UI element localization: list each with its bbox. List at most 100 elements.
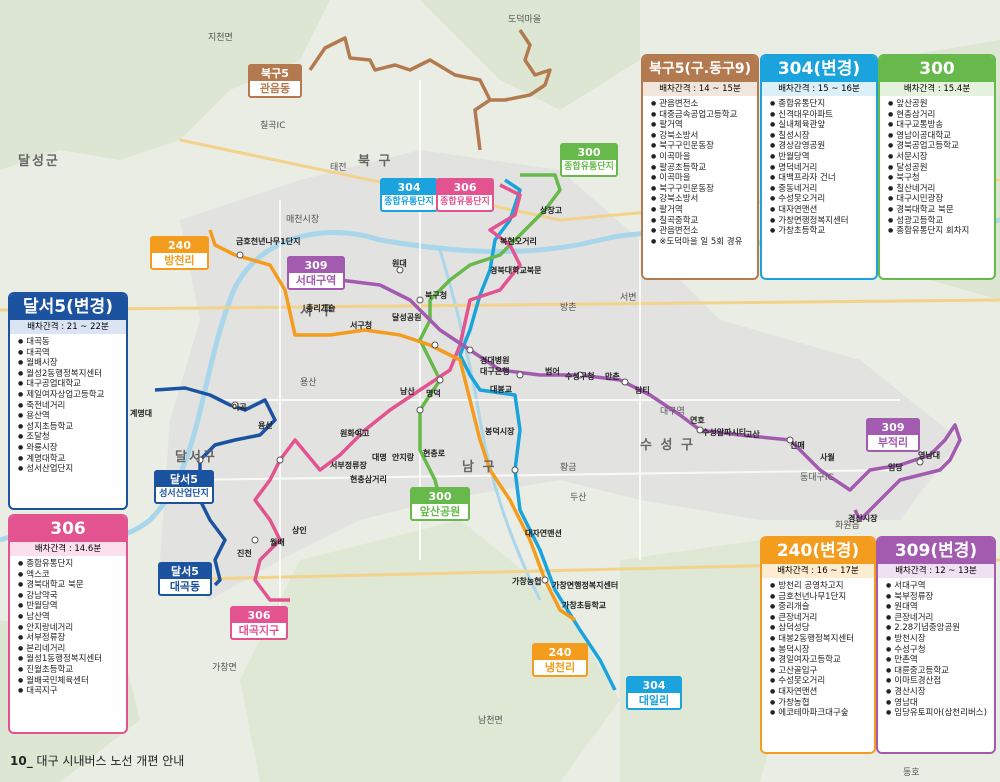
route-number: 달서5 <box>156 472 212 487</box>
stop-item: 팔공초등학교 <box>651 163 757 174</box>
panel-240: 240(변경) 배차간격 : 16 ~ 17분 방천리 공영차고지 금호천년나무… <box>760 536 876 754</box>
place-label: 서변 <box>620 293 637 303</box>
stop-label: 경산시장 <box>848 514 878 523</box>
panel-bukgu5: 북구5(구.동구9) 배차간격 : 14 ~ 15분 관음변전소 대중금속공업고… <box>641 54 759 280</box>
route-destination: 대곡동 <box>169 580 201 593</box>
route-terminal-306-south[interactable]: 306 대곡지구 <box>230 606 288 640</box>
stop-item: 큰장네거리 <box>886 613 994 624</box>
route-terminal-dalseo5-south[interactable]: 달서5 대곡동 <box>158 562 212 596</box>
route-terminal-306-north[interactable]: 306 종합유통단지 <box>436 178 494 212</box>
stop-item: 현충삼거리 <box>888 110 994 121</box>
stop-item: 대구시민광장 <box>888 194 994 205</box>
stop-item: 서부정류장 <box>18 633 126 644</box>
stop-item: 북구구민운동장 <box>651 141 757 152</box>
route-number: 240 <box>152 238 207 253</box>
panel-interval: 배차간격 : 14 ~ 15분 <box>643 82 757 96</box>
stop-item: 앞산공원 <box>888 99 994 110</box>
panel-306: 306 배차간격 : 14.6분 종합유통단지 엑스코 경북대학교 북문 강남약… <box>8 514 128 734</box>
stop-item: 강남약국 <box>18 591 126 602</box>
place-label: 도덕마을 <box>508 15 542 25</box>
stop-item: 북부정류장 <box>886 592 994 603</box>
route-number: 북구5 <box>250 66 300 81</box>
stop-item: 경북대학교 북문 <box>888 205 994 216</box>
stop-label: 가창초등학교 <box>562 601 607 610</box>
place-label: 대구역 <box>660 407 685 417</box>
stop-label: 원화여고 <box>340 429 370 438</box>
panel-stop-list: 종합유통단지 신격대우아파트 실내체육관앞 칠성시장 경상감영공원 반월당역 명… <box>762 99 876 237</box>
stop-item: 대구교통방송 <box>888 120 994 131</box>
route-terminal-bukgu5[interactable]: 북구5 관음동 <box>248 64 302 98</box>
route-destination: 서대구역 <box>295 274 337 287</box>
stop-item: 진월초등학교 <box>18 665 126 676</box>
route-destination: 종합유통단지 <box>384 197 434 207</box>
stop-label: 만촌 <box>605 372 620 381</box>
route-number: 309 <box>868 420 918 435</box>
route-number: 304 <box>382 180 436 195</box>
stop-item: 서대구역 <box>886 581 994 592</box>
stop-label: 복현오거리 <box>500 237 537 246</box>
route-terminal-309-west[interactable]: 309 서대구역 <box>287 256 345 290</box>
stop-item: 대자연맨션 <box>770 205 876 216</box>
route-terminal-304-south[interactable]: 304 대일리 <box>626 676 682 710</box>
route-destination: 종합유통단지 <box>440 197 490 207</box>
route-240-line <box>208 229 576 622</box>
stop-item: 수성못오거리 <box>770 676 874 687</box>
stop-item: 용산역 <box>18 411 126 422</box>
panel-300: 300 배차간격 : 15.4분 앞산공원 현충삼거리 대구교통방송 영남이공대… <box>878 54 996 280</box>
place-label: 방촌 <box>560 303 577 313</box>
stop-label: 중리개슬 <box>306 304 336 313</box>
stop-label: 용산 <box>258 421 273 430</box>
stop-item: 반월당역 <box>18 601 126 612</box>
place-label: 황금 <box>560 463 577 473</box>
route-terminal-300-north[interactable]: 300 종합유통단지 <box>560 143 618 177</box>
stop-item: 대곡동 <box>18 337 126 348</box>
stop-label: 원대 <box>392 259 407 268</box>
place-label: 화원읍 <box>835 521 860 531</box>
panel-title: 북구5(구.동구9) <box>643 56 757 82</box>
stop-item: 금호천년나무1단지 <box>770 592 874 603</box>
route-number: 300 <box>412 489 468 504</box>
panel-title: 달서5(변경) <box>10 294 126 320</box>
stop-item: 방천시장 <box>886 634 994 645</box>
stop-label: 대자연맨션 <box>525 529 562 538</box>
route-terminal-240-north[interactable]: 240 방천리 <box>150 236 209 270</box>
district-label: 남 구 <box>462 460 497 475</box>
stop-label: 범어 <box>545 367 560 376</box>
stop-item: 칠산네거리 <box>888 184 994 195</box>
stop-item: 원대역 <box>886 602 994 613</box>
stop-item: 대곡역 <box>18 348 126 359</box>
page-number: 10_ <box>10 754 33 768</box>
route-destination: 냉천리 <box>544 661 576 674</box>
footer-title: 대구 시내버스 노선 개편 안내 <box>36 754 185 768</box>
stop-item: 성광고등학교 <box>888 216 994 227</box>
panel-title: 309(변경) <box>878 538 994 564</box>
stop-label: 북구청 <box>425 291 448 300</box>
panel-stop-list: 관음변전소 대중금속공업고등학교 팔거역 강북소방서 북구구민운동장 이곡마을 … <box>643 99 757 247</box>
stop-item: 신격대우아파트 <box>770 110 876 121</box>
stop-item: 본리네거리 <box>18 644 126 655</box>
stop-item: 조달청 <box>18 432 126 443</box>
route-terminal-dalseo5-north[interactable]: 달서5 성서산업단지 <box>154 470 214 504</box>
stop-item: 팔거역 <box>651 120 757 131</box>
stop-label: 경북대학교북문 <box>490 266 542 275</box>
stop-item: 칠곡중학교 <box>651 216 757 227</box>
route-terminal-309-east[interactable]: 309 부적리 <box>866 418 920 452</box>
stop-label: 봉덕시장 <box>485 427 515 436</box>
panel-stop-list: 방천리 공영차고지 금호천년나무1단지 중리개슬 큰장네거리 삼덕성당 대봉2동… <box>762 581 874 719</box>
panel-stop-list: 종합유통단지 엑스코 경북대학교 북문 강남약국 반월당역 남산역 안지랑네거리… <box>10 559 126 697</box>
stop-item: 죽전네거리 <box>18 401 126 412</box>
district-label: 북 구 <box>358 154 393 169</box>
place-label: 용산 <box>300 378 317 388</box>
route-number: 309 <box>289 258 343 273</box>
stop-item: 에코테마파크대구숲 <box>770 708 874 719</box>
route-destination: 대곡지구 <box>238 624 280 637</box>
stop-label: 달성공원 <box>392 313 422 322</box>
route-terminal-300-south[interactable]: 300 앞산공원 <box>410 487 470 521</box>
stop-label: 고산 <box>745 430 760 439</box>
stop-item: 수성못오거리 <box>770 194 876 205</box>
route-terminal-240-south[interactable]: 240 냉천리 <box>532 643 588 677</box>
stop-item: 남산역 <box>18 612 126 623</box>
stop-item: 봉덕시장 <box>770 645 874 656</box>
stop-label: 상장고 <box>540 206 563 215</box>
route-terminal-304[interactable]: 304 종합유통단지 <box>380 178 438 212</box>
